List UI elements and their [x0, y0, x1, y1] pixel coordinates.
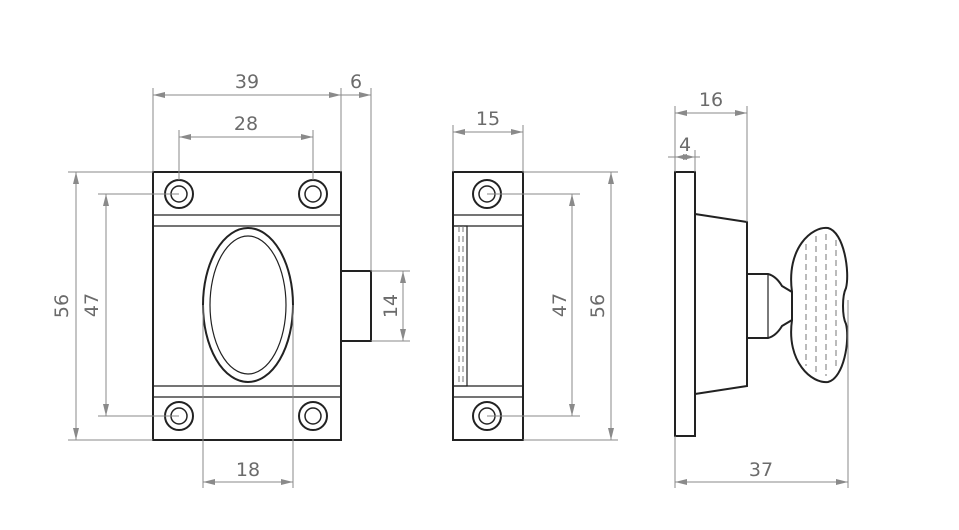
side-dimensions: 15 47 56	[452, 108, 618, 441]
front-bolt	[340, 270, 372, 342]
dim-front-hole-spacing: 28	[234, 113, 258, 135]
dim-front-height: 56	[51, 294, 73, 318]
dim-profile-total: 37	[749, 459, 773, 481]
front-dimensions: 39 6 28 56 47 14	[51, 71, 410, 488]
dim-side-height: 56	[587, 294, 609, 318]
profile-flange	[674, 171, 696, 437]
screw-hole-top-right	[298, 179, 328, 209]
side-view	[452, 171, 524, 441]
dim-front-oval-width: 18	[236, 459, 260, 481]
profile-body	[694, 213, 748, 395]
dim-front-bolt-height: 14	[380, 294, 402, 318]
dim-profile-depth: 16	[699, 89, 723, 111]
dim-front-bolt: 6	[350, 71, 362, 93]
dim-side-width: 15	[476, 108, 500, 130]
profile-view	[674, 171, 849, 437]
profile-dimensions: 16 4 37	[668, 89, 849, 488]
screw-hole-bottom-right	[298, 401, 328, 431]
dim-front-hole-vertical: 47	[81, 293, 103, 317]
dim-side-hole-vertical: 47	[549, 293, 571, 317]
dim-front-width: 39	[235, 71, 259, 93]
knob-neck	[747, 273, 793, 339]
knob-bulb	[790, 226, 849, 384]
front-plate	[152, 171, 342, 441]
oval-knob	[202, 227, 294, 383]
front-view	[152, 171, 372, 441]
dim-profile-flange: 4	[679, 134, 691, 156]
